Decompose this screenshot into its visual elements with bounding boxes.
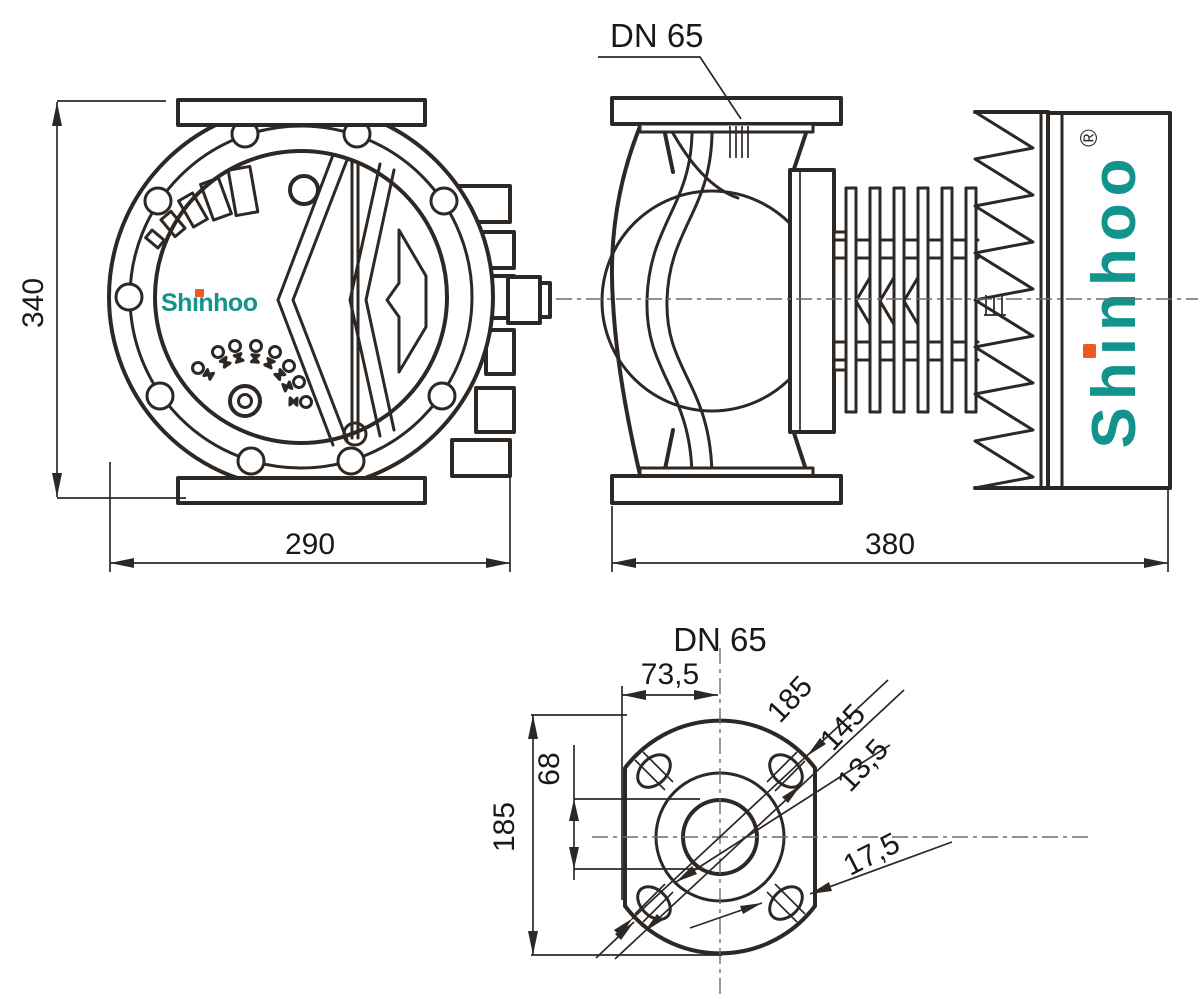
knob-inner — [237, 393, 253, 409]
flange-port-spacing-dim: 68 — [533, 752, 566, 785]
front-height-dim: 340 — [17, 278, 50, 328]
front-bottom-flange — [176, 476, 427, 505]
side-logo-text: Shınhoo — [1080, 152, 1149, 449]
motor-fins — [844, 186, 978, 414]
knob-outer — [228, 384, 262, 418]
hole-diameter-dim: 17,5 — [838, 827, 905, 883]
registered-mark: ® — [1076, 129, 1103, 147]
face-circle — [153, 149, 449, 445]
side-top-flange — [610, 96, 843, 126]
cable-gland — [506, 275, 542, 325]
front-logo-dot — [195, 289, 204, 297]
side-logo-dot — [1083, 344, 1096, 358]
side-length-dim: 380 — [865, 528, 915, 561]
flange-view — [592, 648, 1088, 995]
heatsink — [973, 110, 1050, 490]
face-chevron-ornament — [276, 153, 428, 447]
pump-body-left-edge — [609, 122, 643, 481]
side-port-label: DN 65 — [610, 17, 704, 54]
control-box: Shınhoo ® — [1046, 111, 1172, 490]
dn65-leader — [598, 56, 742, 120]
front-view: Shınhoo — [107, 98, 552, 505]
flange-offset-dim: 73,5 — [641, 658, 699, 691]
face-button — [288, 174, 320, 206]
front-logo: Shınhoo — [161, 289, 258, 317]
front-logo-text: Shınhoo — [161, 289, 258, 317]
led-bar-indicators — [144, 164, 260, 250]
motor-plate — [788, 168, 836, 434]
flange-height-dim: 185 — [488, 802, 521, 852]
flange-outline — [623, 718, 817, 956]
front-top-flange — [176, 98, 427, 127]
setting-icons — [191, 339, 313, 409]
front-width-dim: 290 — [285, 528, 335, 561]
flange-title: DN 65 — [673, 621, 767, 658]
side-view: Shınhoo ® — [598, 56, 1172, 505]
side-bottom-flange — [610, 474, 843, 505]
flange-diameter-dim: 185 — [761, 670, 819, 729]
flange-bolt-holes — [634, 751, 806, 923]
face-screw — [342, 421, 368, 447]
